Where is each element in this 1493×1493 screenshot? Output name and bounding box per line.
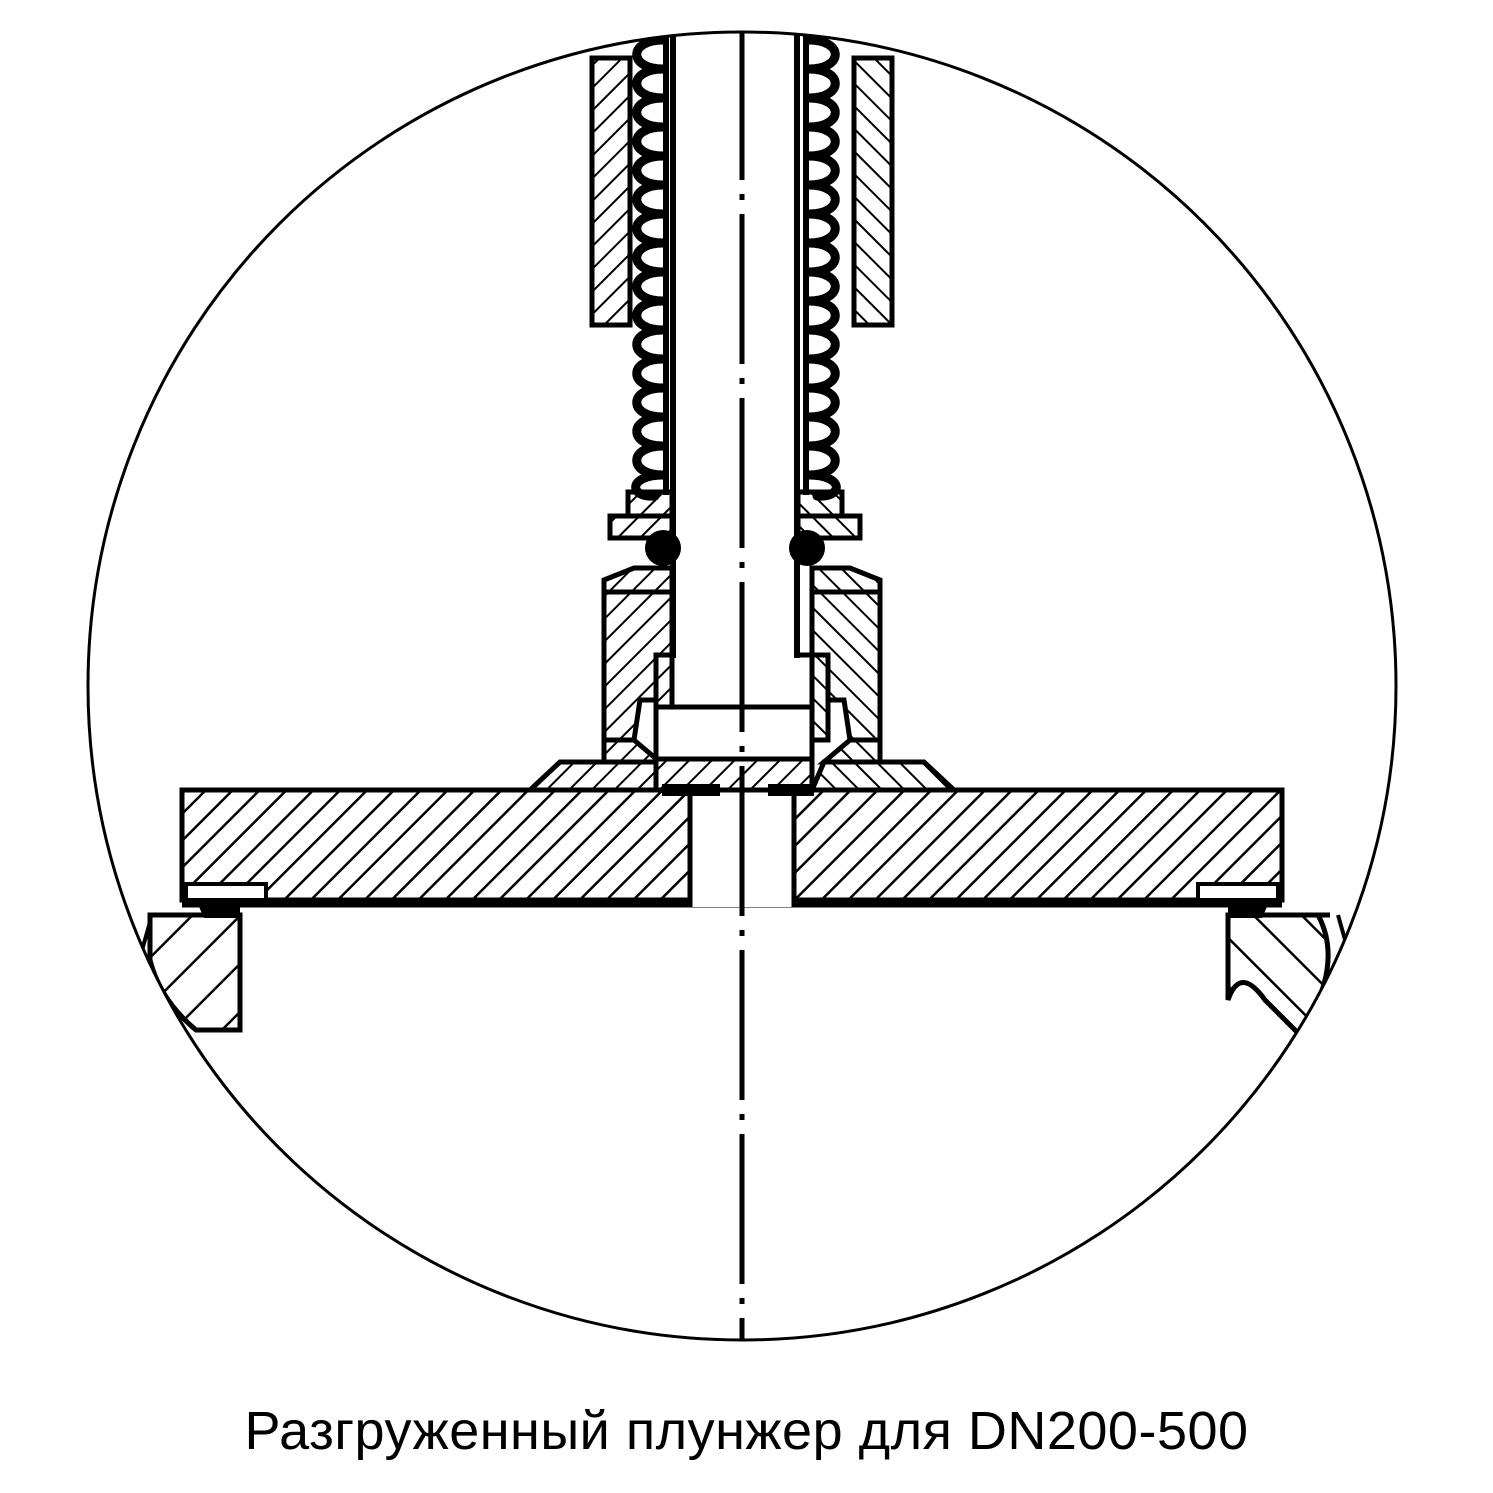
outer-guide-sleeve-left (589, 55, 633, 328)
detail-view-boundary (86, 30, 1398, 1342)
outer-guide-sleeve-right (851, 55, 895, 328)
retaining-nut (653, 652, 831, 796)
nut-band-lower (653, 704, 815, 762)
nut-seal-right (768, 784, 814, 796)
detail-contents (116, 32, 1374, 1340)
spring-coil-left (631, 35, 668, 501)
nut-seal-left (662, 784, 720, 796)
plate-edge-gaskets (196, 900, 1270, 918)
sleeve-bore-walls (663, 32, 809, 495)
spring-retainer-assembly-left (607, 489, 681, 566)
spring-coil-right (804, 35, 841, 501)
o-ring-seal-right (789, 530, 825, 566)
plunger-hub-left (523, 565, 676, 793)
stem-shaft (670, 32, 800, 658)
o-ring-seal-left (645, 530, 681, 566)
